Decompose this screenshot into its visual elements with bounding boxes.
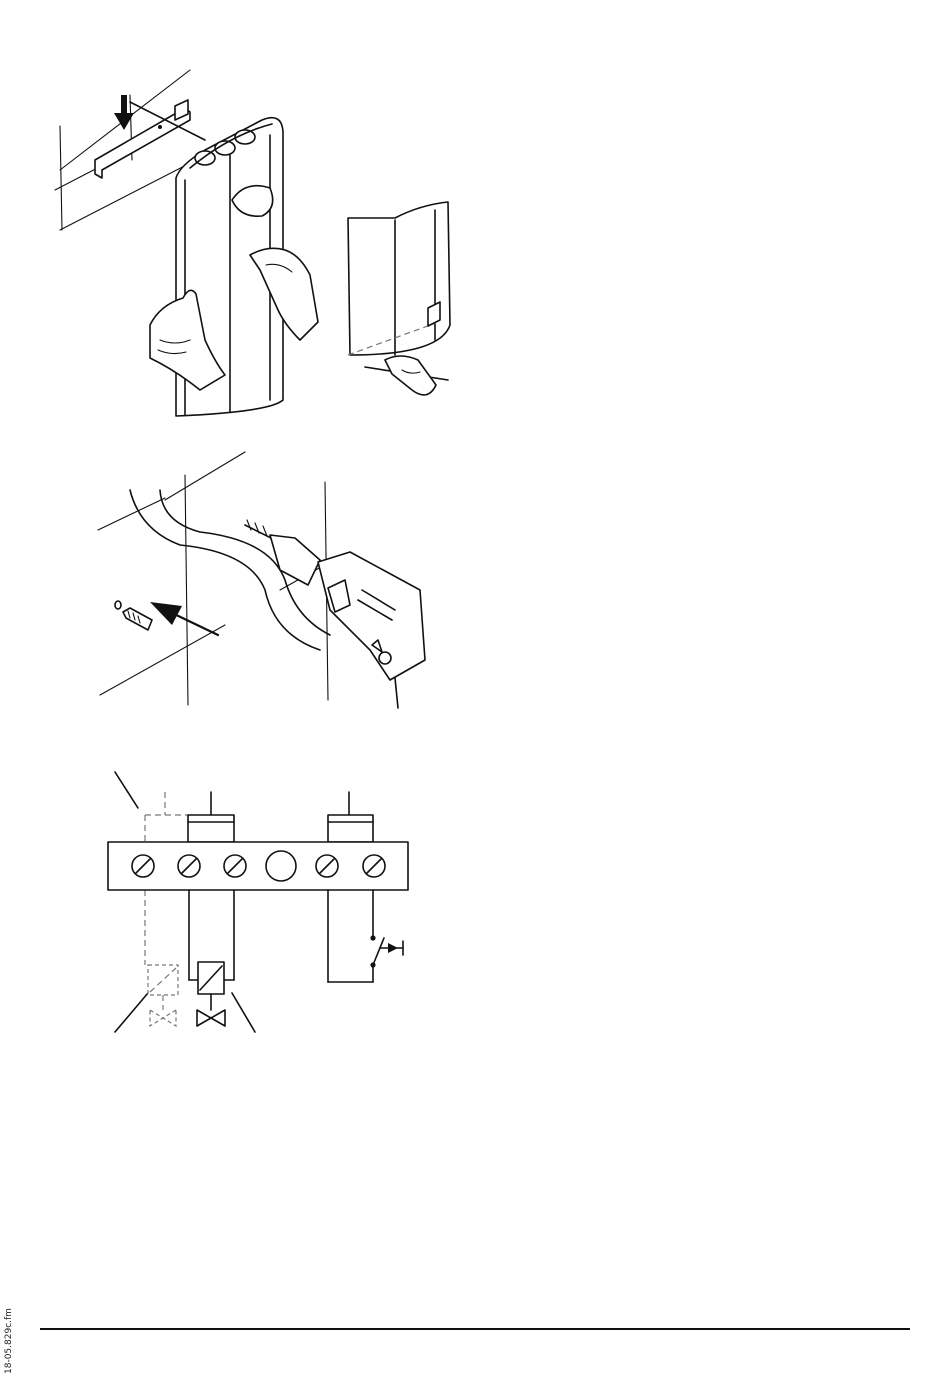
wall-plug-icon: [115, 601, 152, 630]
file-label-text: 18-05.829c.fm: [4, 1308, 14, 1374]
terminal-block: [108, 842, 408, 890]
power-drill: [245, 520, 425, 708]
heater-bottom-detail: [348, 202, 450, 395]
footer-file-label: 18-05.829c.fm: [2, 1296, 22, 1376]
leader-line-top: [115, 772, 138, 808]
switch-contact-icon: [373, 938, 384, 965]
terminal-blank: [266, 851, 296, 881]
terminal-screw-1: [132, 855, 154, 877]
terminal-screw-2: [178, 855, 200, 877]
wiring-diagram: [0, 760, 480, 1050]
terminal-screw-4: [316, 855, 338, 877]
top-cable-entries: [188, 792, 373, 842]
optional-valve-wiring: [145, 792, 188, 1026]
leader-line-bottom-right: [232, 993, 255, 1032]
switch-circuit: [328, 890, 403, 982]
drilling-illustration: [0, 440, 480, 740]
terminal-screw-5: [363, 855, 385, 877]
switch-actuator-icon: [388, 943, 398, 953]
leader-line-bottom-left: [115, 993, 148, 1032]
valve-circuit: [189, 890, 234, 1026]
terminal-screw-3: [224, 855, 246, 877]
solenoid-valve-icon: [197, 1010, 225, 1026]
footer-divider: [40, 1328, 910, 1330]
wall-mounting-illustration: [0, 40, 480, 430]
insert-arrow-icon: [150, 602, 218, 635]
